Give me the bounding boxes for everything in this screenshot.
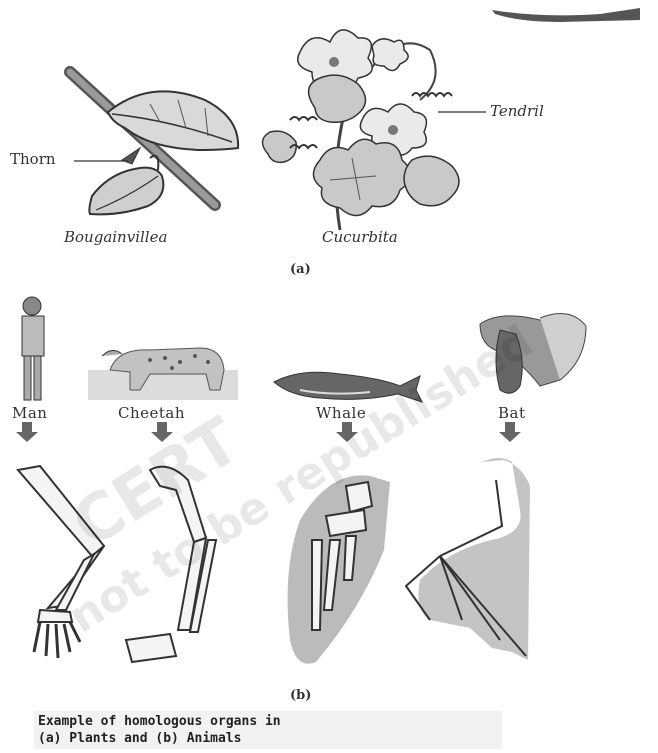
cheetah-label: Cheetah — [118, 404, 185, 422]
bat-figure — [480, 314, 586, 394]
caption-line-2: (a) Plants and (b) Animals — [38, 730, 498, 747]
top-fragment — [492, 8, 640, 22]
figure-caption: Example of homologous organs in (a) Plan… — [34, 711, 502, 749]
bougainvillea-drawing — [70, 72, 238, 214]
panel-b-label: (b) — [290, 688, 311, 703]
caption-line-1: Example of homologous organs in — [38, 713, 498, 730]
plants-illustration — [0, 0, 658, 290]
whale-forelimb — [288, 475, 390, 663]
bat-forelimb — [406, 458, 530, 660]
whale-label: Whale — [316, 404, 366, 422]
tendril-label: Tendril — [490, 102, 544, 120]
animals-illustration — [0, 290, 658, 695]
bat-label: Bat — [498, 404, 526, 422]
man-label: Man — [12, 404, 47, 422]
cucurbita-label: Cucurbita — [322, 228, 398, 246]
cheetah-forelimb — [126, 467, 216, 662]
man-figure — [22, 297, 44, 400]
panel-a-label: (a) — [290, 262, 311, 277]
whale-figure — [274, 372, 422, 402]
arrows — [16, 422, 521, 442]
cheetah-figure — [88, 348, 238, 400]
cucurbita-drawing — [262, 30, 459, 230]
bougainvillea-label: Bougainvillea — [64, 228, 167, 246]
thorn-label: Thorn — [10, 150, 56, 168]
man-forelimb — [18, 466, 104, 658]
